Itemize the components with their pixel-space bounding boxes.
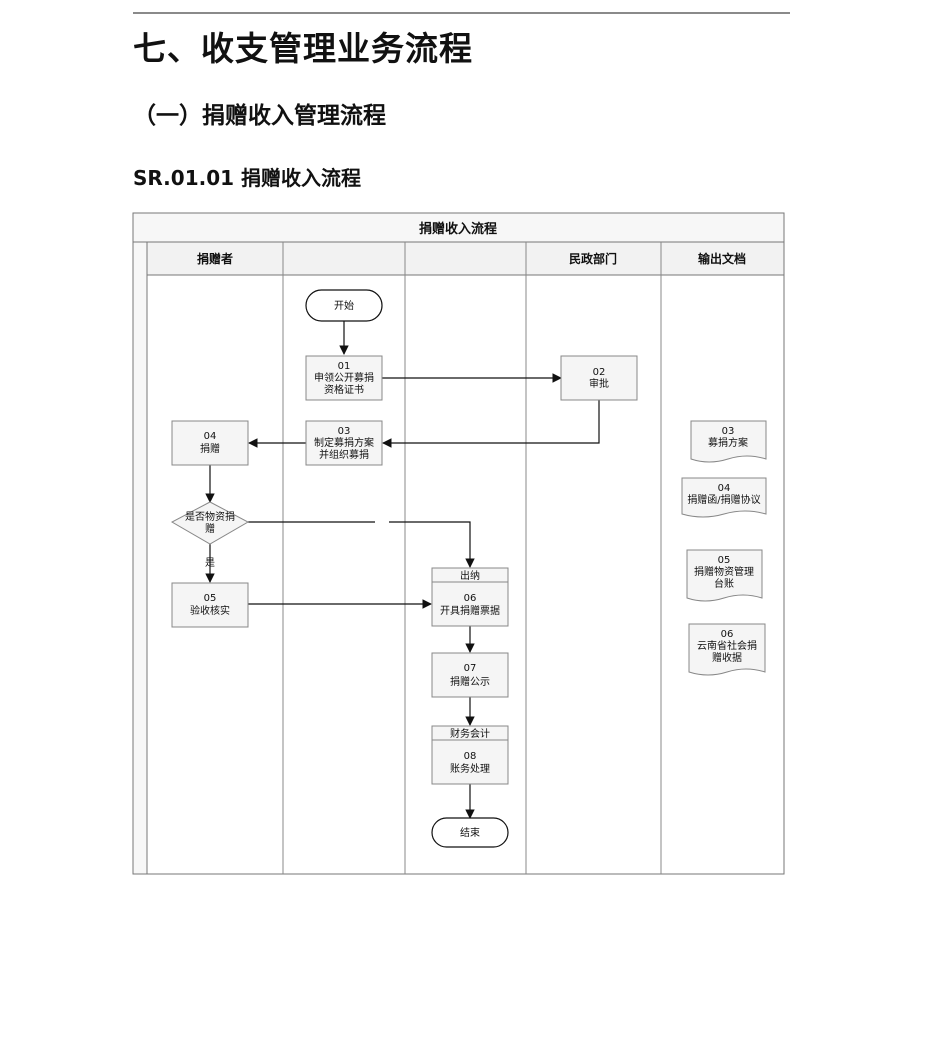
step-06-label: 开具捐赠票据 (440, 604, 500, 617)
section-heading: （一）捐赠收入管理流程 (133, 103, 386, 129)
step-02-label: 审批 (589, 377, 609, 390)
doc-06-number: 06 (721, 629, 734, 640)
step-06-role: 出纳 (460, 569, 480, 582)
end-terminal (431, 817, 509, 848)
subsection-heading: SR.01.01 捐赠收入流程 (133, 166, 361, 190)
step-03-label-line1: 制定募捐方案 (314, 436, 374, 449)
doc-05-label-line1: 捐赠物资管理 (694, 565, 754, 578)
step-01-number: 01 (338, 361, 351, 372)
side-strip (132, 241, 148, 875)
step-03-label-line2: 并组织募捐 (319, 448, 369, 461)
decision-yes-label: 是 (205, 557, 215, 569)
start-terminal (305, 289, 383, 322)
step-03-box (305, 420, 383, 466)
step-05-label: 验收核实 (190, 604, 230, 617)
lane-header-row (146, 241, 785, 276)
decision-diamond (170, 501, 250, 545)
diagram-title-bar (132, 212, 785, 243)
step-07-label: 捐赠公示 (450, 675, 490, 688)
step-01-label-line2: 资格证书 (324, 383, 364, 396)
doc-03-number: 03 (722, 426, 735, 437)
doc-05-label-line2: 台账 (714, 577, 734, 590)
arrow-02-to-03 (382, 400, 600, 448)
step-08-number: 08 (464, 751, 477, 762)
lane-header-civil: 民政部门 (569, 251, 617, 266)
step-05-box (171, 582, 249, 628)
step-04-box (171, 420, 249, 466)
doc-06-shape (688, 623, 766, 676)
step-02-number: 02 (593, 367, 606, 378)
end-label: 结束 (460, 826, 480, 839)
doc-03-label: 募捐方案 (708, 436, 748, 449)
page-title: 七、收支管理业务流程 (133, 29, 473, 68)
step-08-label: 账务处理 (450, 762, 490, 775)
step-08-role: 财务会计 (450, 727, 490, 740)
connector-marker (375, 517, 389, 527)
doc-04-label: 捐赠函/捐赠协议 (687, 493, 760, 506)
step-03-number: 03 (338, 426, 351, 437)
diagram-title: 捐赠收入流程 (419, 221, 497, 237)
step-08-box (431, 725, 509, 785)
doc-04-shape (681, 477, 767, 518)
doc-03-shape (690, 420, 767, 463)
step-04-number: 04 (204, 431, 217, 442)
step-01-label-line1: 申领公开募捐 (314, 371, 374, 384)
top-rule (133, 12, 790, 14)
doc-06-label-line2: 赠收据 (712, 651, 742, 664)
step-07-number: 07 (464, 663, 477, 674)
doc-04-number: 04 (718, 483, 731, 494)
step-01-box (305, 355, 383, 401)
start-label: 开始 (334, 299, 354, 312)
lane-header-docs: 输出文档 (698, 251, 746, 266)
step-07-box (431, 652, 509, 698)
step-06-box (431, 567, 509, 627)
doc-05-shape (686, 549, 763, 602)
decision-label-line2: 赠 (205, 522, 215, 535)
step-04-label: 捐赠 (200, 442, 220, 455)
step-06-number: 06 (464, 593, 477, 604)
step-02-box (560, 355, 638, 401)
decision-label-line1: 是否物资捐 (185, 510, 235, 523)
doc-05-number: 05 (718, 555, 731, 566)
lane-header-donor: 捐赠者 (197, 251, 233, 266)
arrow-decision-to-06 (248, 521, 475, 568)
doc-06-label-line1: 云南省社会捐 (697, 639, 757, 652)
step-05-number: 05 (204, 593, 217, 604)
